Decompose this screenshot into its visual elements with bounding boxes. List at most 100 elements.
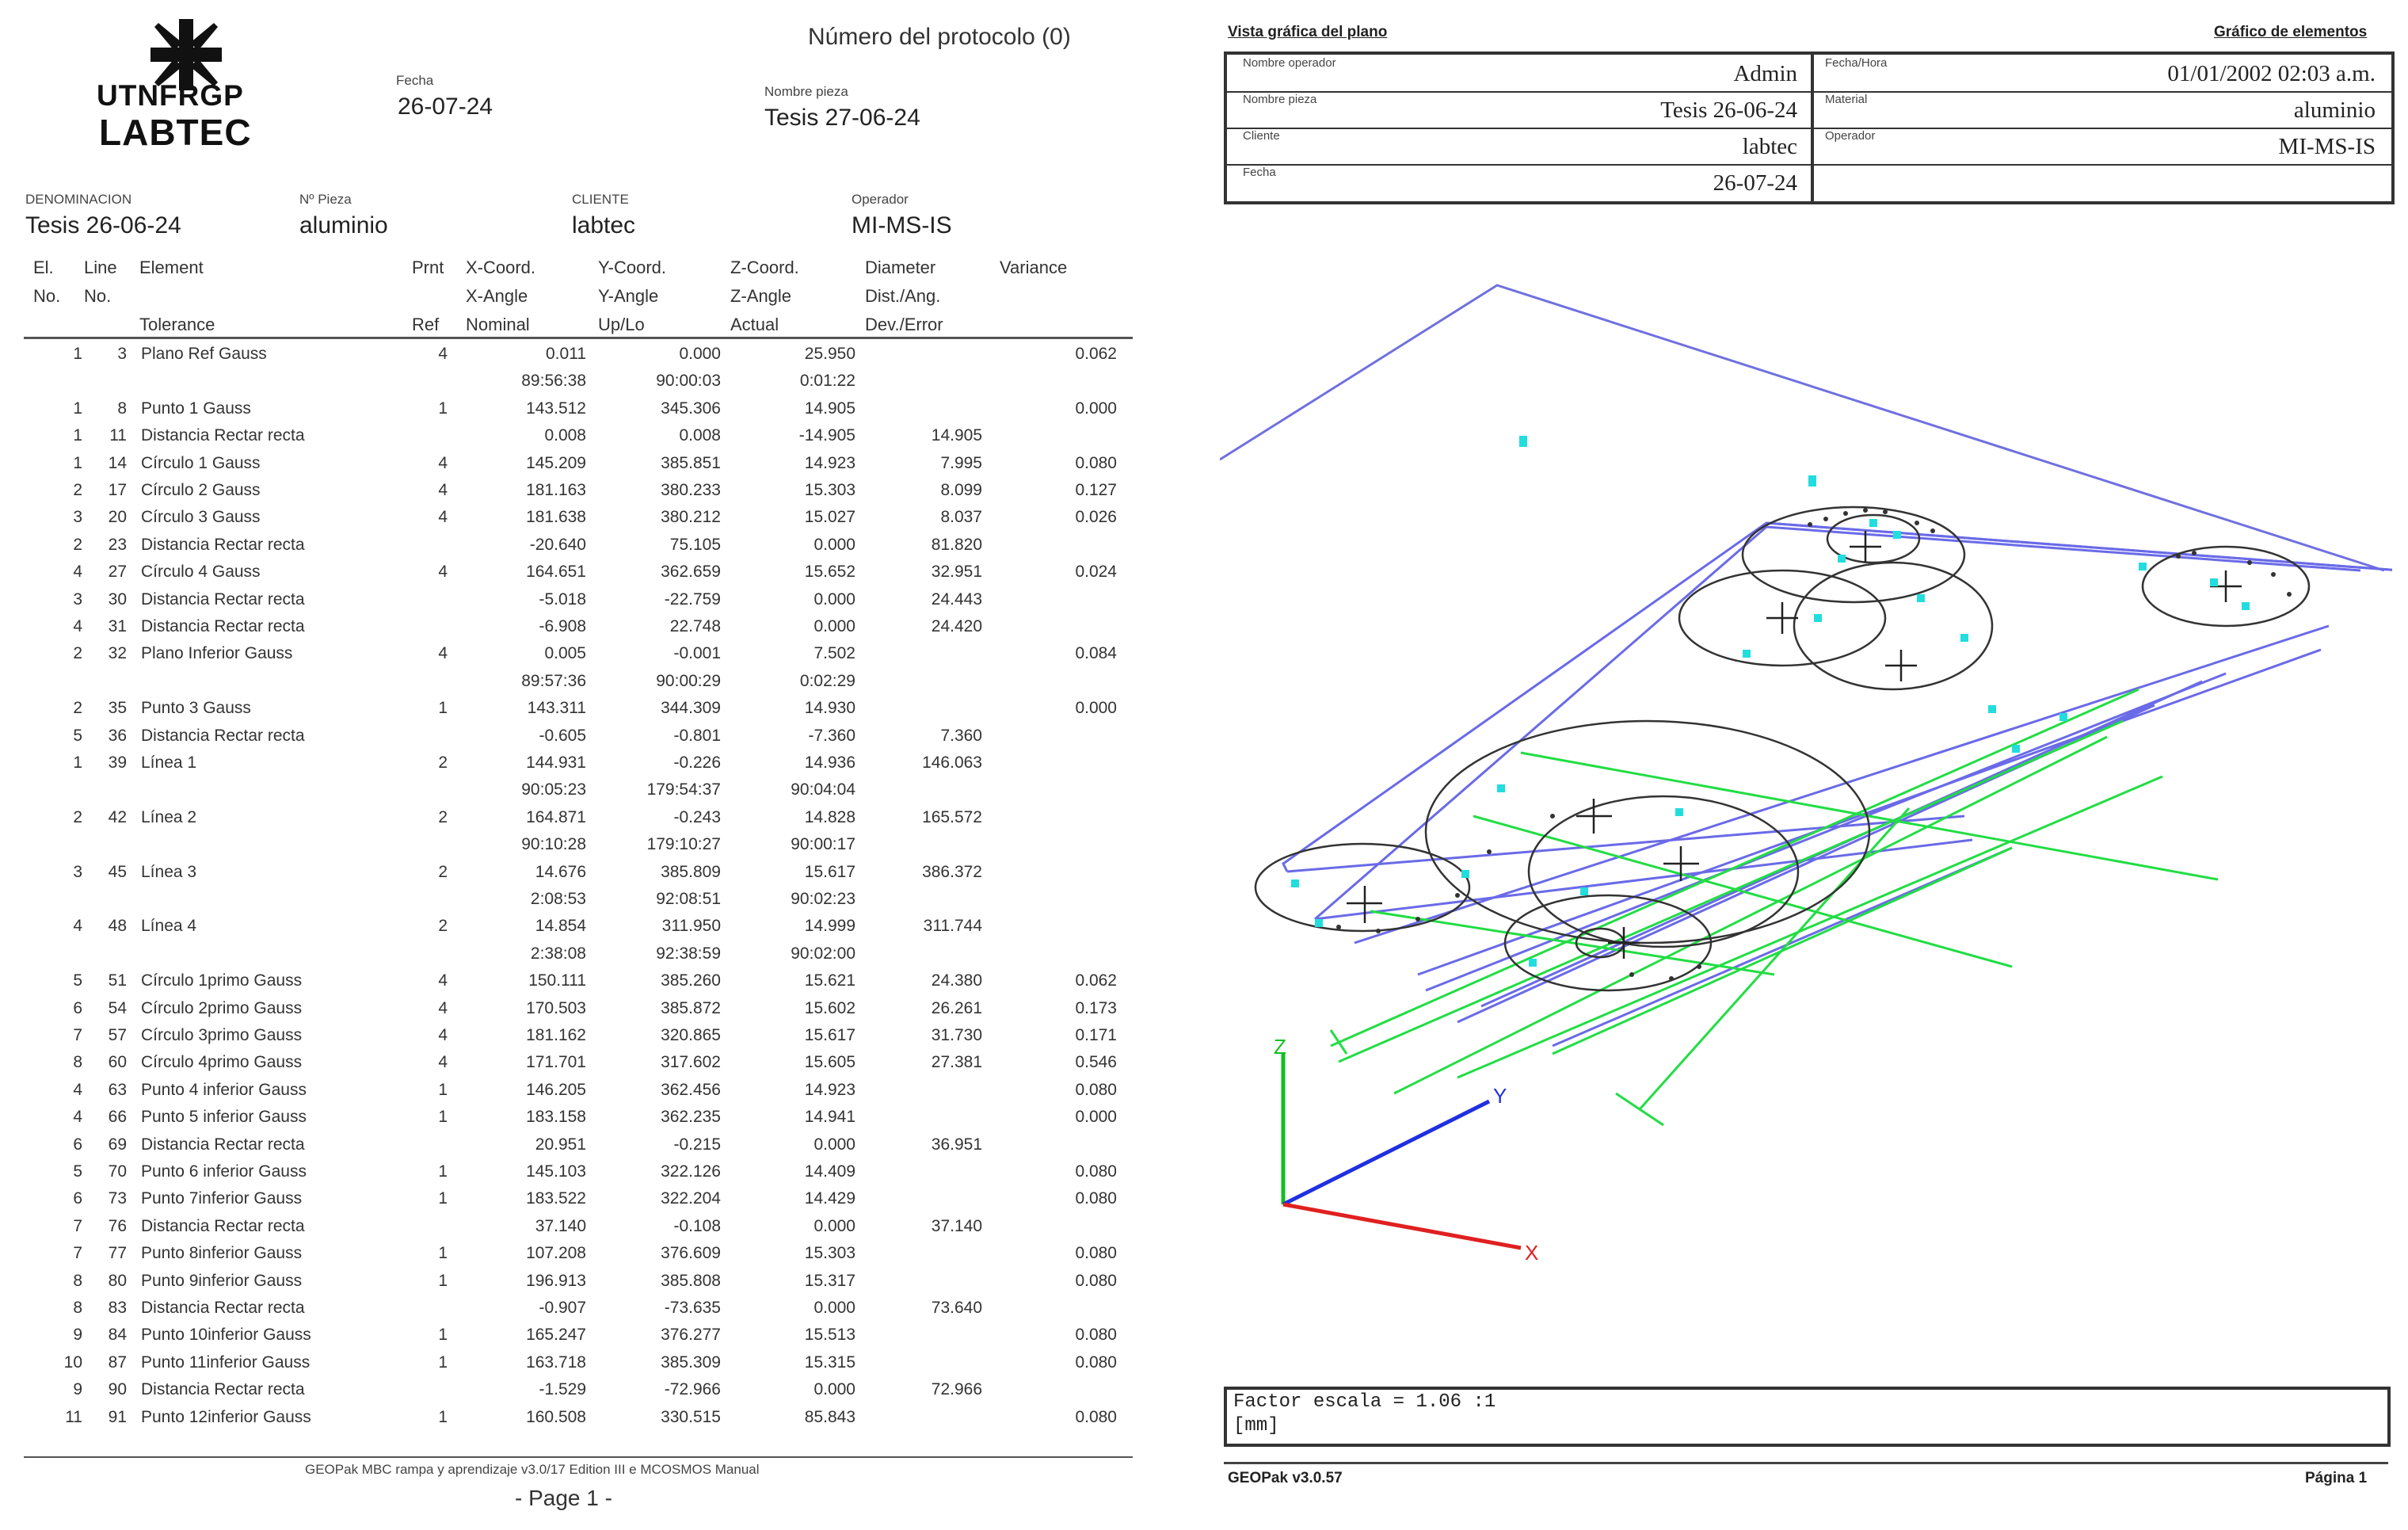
cell-element-name: Línea 2 (141, 807, 197, 826)
operator-name-value: Admin (1733, 61, 1797, 86)
cell-variance: 0.080 (1075, 1080, 1117, 1099)
cell-y-value: 75.105 (669, 535, 721, 554)
cell-el-no: 4 (73, 1080, 82, 1099)
header-ref: Ref (412, 315, 440, 334)
header-dev-error: Dev./Error (865, 315, 943, 334)
client-label: Cliente (1243, 129, 1280, 143)
cell-z-value: 14.923 (804, 453, 855, 472)
cell-line-no: 17 (108, 481, 127, 499)
cell-x-value: 145.209 (526, 453, 586, 472)
cell-z-value: 14.828 (804, 807, 855, 826)
date-label: Fecha (1243, 166, 1276, 179)
cell-z-value: 0:02:29 (799, 671, 855, 690)
nombre-pieza-value: Tesis 27-06-24 (764, 105, 920, 131)
header-x-coord: X-Coord. (466, 258, 536, 277)
cell-z-value: -14.905 (798, 426, 855, 445)
cell-x-value: 181.163 (526, 481, 586, 499)
cell-line-no: 20 (108, 508, 127, 527)
cell-y-value: 322.204 (661, 1189, 721, 1208)
cell-y-value: 320.865 (661, 1026, 721, 1044)
cell-z-value: 15.315 (804, 1353, 855, 1372)
cell-diameter-dist: 311.744 (923, 917, 982, 936)
cell-prnt-ref: 4 (438, 971, 448, 990)
y-axis (1282, 1099, 1491, 1207)
cell-y-value: 376.609 (661, 1244, 721, 1263)
cell-y-value: 0.008 (679, 426, 721, 445)
cell-x-value: 0.008 (544, 426, 586, 445)
nr-pieza-value: aluminio (299, 212, 388, 238)
cell-line-no: 84 (108, 1326, 127, 1345)
cell-element-name: Distancia Rectar recta (141, 1299, 305, 1317)
circle-right (2141, 545, 2311, 628)
cell-diameter-dist: 73.640 (931, 1299, 982, 1317)
cell-variance: 0.000 (1075, 399, 1117, 418)
cell-x-value: -0.907 (539, 1299, 586, 1317)
cell-y-value: 362.659 (661, 563, 721, 582)
cell-element-name: Círculo 3 Gauss (141, 508, 261, 527)
cell-line-no: 11 (109, 426, 127, 445)
cell-el-no: 5 (73, 971, 82, 990)
cell-el-no: 3 (73, 589, 82, 609)
cell-diameter-dist: 7.995 (940, 453, 982, 472)
cell-diameter-dist: 37.140 (931, 1216, 982, 1235)
cell-el-no: 10 (63, 1353, 82, 1372)
green-element-lines (1329, 688, 2219, 1127)
cell-x-value: 196.913 (526, 1271, 586, 1290)
cmm-3d-drawing: Z Y X (1220, 284, 2392, 1265)
elements-graphic-title: Gráfico de elementos (2214, 24, 2368, 40)
cell-variance: 0.171 (1075, 1026, 1117, 1044)
datetime-value: 01/01/2002 02:03 a.m. (2167, 61, 2376, 86)
cell-line-no: 36 (108, 726, 127, 745)
cell-line-no: 80 (108, 1271, 127, 1290)
cell-line-no: 90 (108, 1380, 127, 1399)
cell-el-no: 11 (65, 1407, 82, 1426)
cell-prnt-ref: 4 (438, 644, 448, 663)
fecha-label: Fecha (396, 73, 434, 88)
header-nominal: Nominal (466, 315, 530, 334)
cell-y-value: 376.277 (661, 1326, 721, 1345)
cell-x-value: 90:10:28 (521, 835, 586, 854)
header-line-no: No. (84, 286, 112, 306)
cell-y-value: 380.233 (661, 481, 721, 499)
cell-el-no: 1 (73, 754, 82, 772)
cell-x-value: 0.011 (546, 345, 586, 363)
cell-diameter-dist: 146.063 (922, 754, 982, 772)
header-rule (24, 337, 1133, 339)
footer-rule (24, 1456, 1133, 1458)
cell-diameter-dist: 14.905 (931, 426, 982, 445)
cell-el-no: 2 (73, 535, 82, 554)
cell-y-value: 0.000 (679, 345, 721, 363)
cell-el-no: 2 (73, 699, 82, 718)
cell-prnt-ref: 4 (438, 998, 448, 1017)
cell-z-value: 15.617 (804, 1026, 855, 1044)
part-name-label: Nombre pieza (1243, 93, 1317, 106)
cell-prnt-ref: 1 (438, 1108, 448, 1127)
cell-element-name: Distancia Rectar recta (141, 617, 305, 635)
header-no: No. (33, 286, 61, 306)
cell-line-no: 77 (108, 1244, 127, 1263)
circle-upper-right (1793, 561, 1994, 691)
cell-variance: 0.026 (1075, 508, 1117, 527)
cell-el-no: 7 (73, 1026, 82, 1044)
cell-line-no: 3 (117, 345, 127, 363)
date-value: 26-07-24 (1713, 170, 1797, 196)
cell-element-name: Distancia Rectar recta (141, 535, 305, 554)
circle-upper-left (1678, 569, 1887, 667)
cell-el-no: 7 (73, 1244, 82, 1263)
cell-z-value: 90:02:00 (791, 944, 855, 963)
cell-x-value: 89:56:38 (521, 372, 586, 391)
cell-x-value: 171.701 (526, 1053, 586, 1072)
header-dist-ang: Dist./Ang. (865, 286, 941, 306)
command-output-box[interactable]: Factor escala = 1.06 :1 [mm] (1224, 1387, 2391, 1447)
cell-line-no: 83 (108, 1299, 127, 1317)
